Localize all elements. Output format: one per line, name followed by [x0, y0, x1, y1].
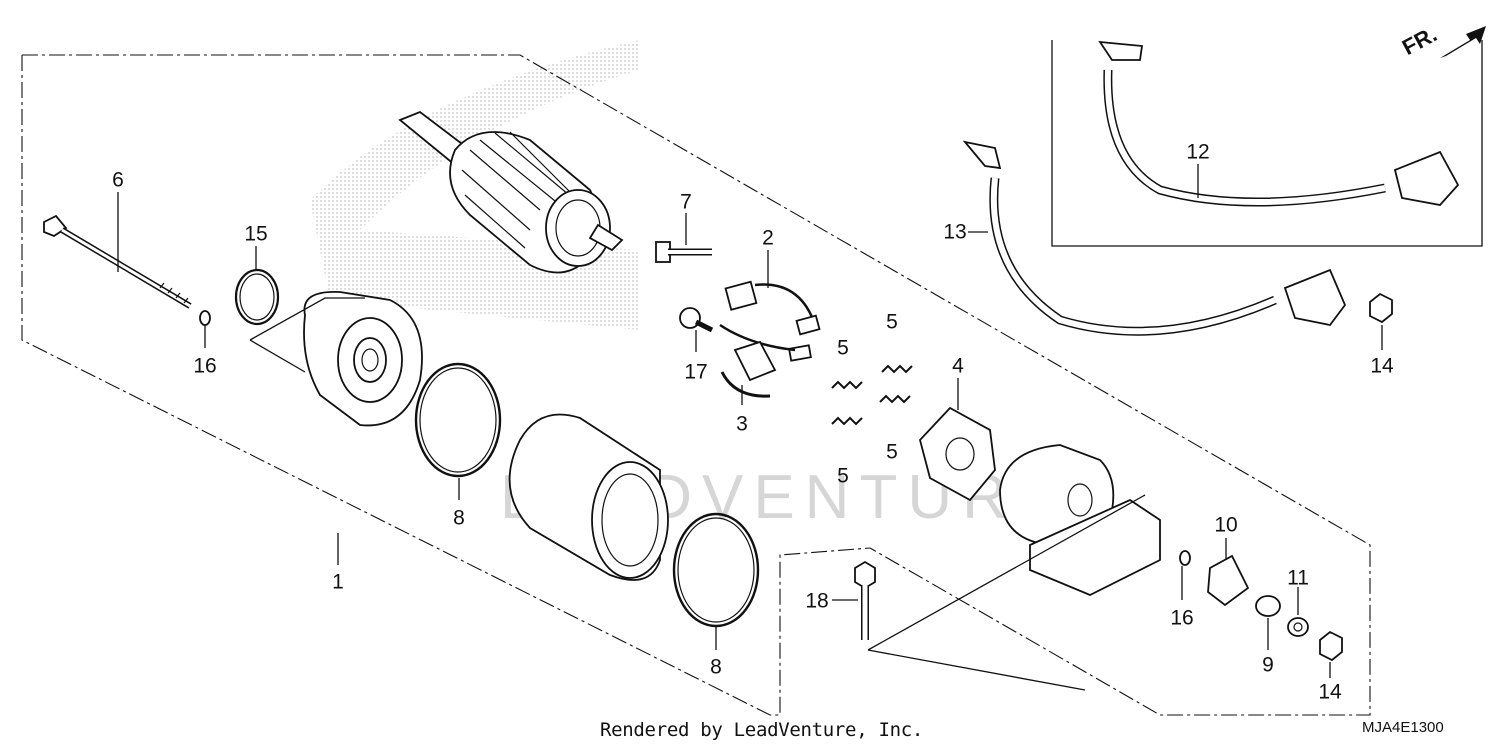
leader-lines	[117, 164, 1383, 678]
inset-frame	[1051, 40, 1483, 247]
brush-2	[719, 280, 821, 362]
front-arrow-icon	[1440, 26, 1486, 58]
callout-12: 12	[1186, 140, 1210, 164]
screw-17	[679, 307, 714, 333]
bolt-7	[655, 241, 712, 263]
diagram-code: MJA4E1300	[1362, 719, 1444, 736]
nut-14-upper	[1369, 292, 1393, 324]
callout-18: 18	[805, 589, 829, 613]
callout-17: 17	[684, 360, 708, 384]
callout-8-left: 8	[453, 506, 465, 530]
assembly-outline	[21, 54, 1371, 716]
yoke-housing	[508, 413, 669, 581]
washer-11	[1287, 617, 1309, 637]
cable-13	[962, 140, 1347, 336]
front-cover	[249, 291, 423, 427]
callout-6: 6	[112, 168, 124, 192]
springs-5	[831, 364, 913, 426]
o-ring-8-right-inner	[677, 517, 755, 623]
callout-5-bottom-right: 5	[886, 440, 898, 464]
callout-10: 10	[1214, 513, 1238, 537]
callout-5-top-right: 5	[886, 310, 898, 334]
brush-holder-3	[720, 340, 777, 398]
bolt-6	[43, 214, 192, 309]
leader-18b	[867, 649, 1086, 691]
armature	[398, 110, 624, 274]
cable-12	[1098, 40, 1460, 207]
callout-3: 3	[736, 412, 748, 436]
callout-5-top-left: 5	[837, 336, 849, 360]
callout-14-upper: 14	[1370, 354, 1394, 378]
callout-7: 7	[680, 190, 692, 214]
callout-15: 15	[244, 222, 268, 246]
insulator-10	[1207, 554, 1250, 607]
washer-16-right	[1179, 550, 1191, 566]
callout-16-right: 16	[1170, 606, 1194, 630]
callout-11: 11	[1287, 566, 1309, 590]
callout-14-lower: 14	[1318, 680, 1342, 704]
o-ring-15-inner	[239, 273, 275, 321]
insulator-9	[1255, 595, 1281, 617]
brush-plate-4	[919, 406, 996, 502]
washer-11-hole	[1293, 622, 1303, 632]
callout-2: 2	[762, 226, 774, 250]
o-ring-8-left-inner	[419, 367, 497, 473]
callout-16-left: 16	[193, 354, 217, 378]
callout-8-right: 8	[710, 655, 722, 679]
callout-1: 1	[332, 570, 344, 594]
callout-4: 4	[952, 354, 964, 378]
bolt-18	[854, 560, 876, 640]
o-ring-15	[234, 268, 280, 326]
rear-cover	[999, 444, 1161, 596]
callout-13: 13	[943, 220, 967, 244]
o-ring-8-right	[672, 512, 760, 628]
o-ring-8-left	[414, 362, 502, 478]
callout-5-bottom-left: 5	[837, 464, 849, 488]
washer-16-left	[199, 310, 211, 326]
rendered-by-caption: Rendered by LeadVenture, Inc.	[600, 719, 924, 741]
leader-18	[867, 494, 1146, 651]
callout-9: 9	[1262, 653, 1274, 677]
nut-14-lower	[1319, 630, 1343, 662]
